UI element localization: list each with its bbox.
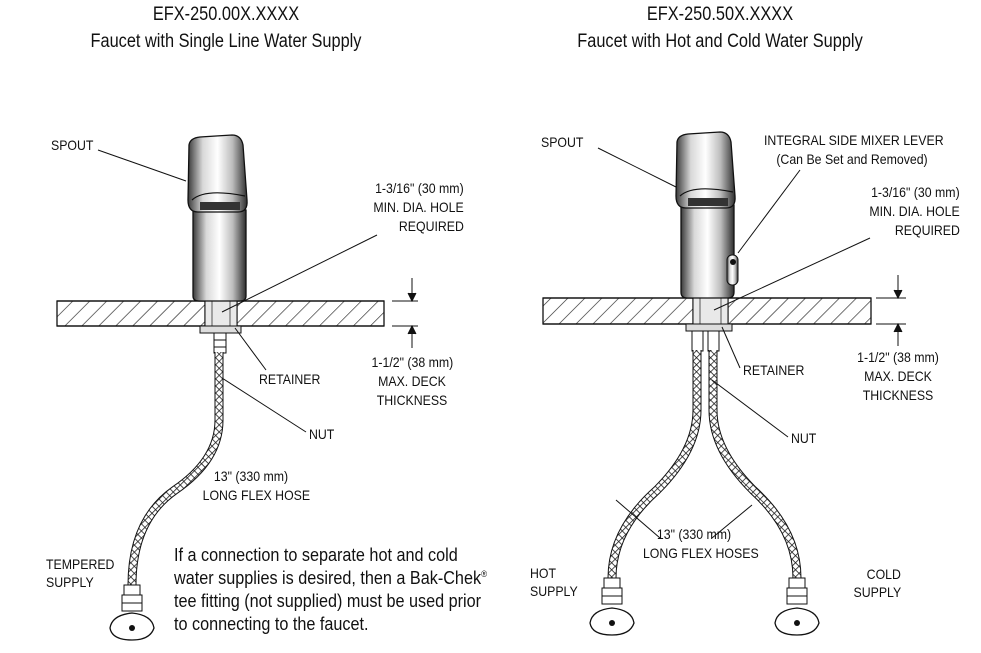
tee-fitting-note: If a connection to separate hot and cold… <box>174 544 487 636</box>
right-hole-label-line1: 1-3/16" (30 mm) <box>871 184 960 200</box>
left-flex-hose <box>127 352 224 586</box>
right-cold-nut <box>707 330 720 352</box>
right-hose-label-line2: LONG FLEX HOSES <box>642 545 759 561</box>
right-hot-nut <box>691 330 704 352</box>
left-faucet <box>56 134 418 641</box>
right-cold-label-line1: COLD <box>866 566 901 582</box>
left-supply-valve <box>109 584 155 641</box>
note-line-3: tee fitting (not supplied) must be used … <box>174 591 482 612</box>
registered-mark: ® <box>481 569 488 580</box>
right-hole-label-line3: REQUIRED <box>894 222 960 238</box>
right-cold-supply-valve <box>774 577 820 636</box>
left-nut-label: NUT <box>309 426 335 442</box>
left-hole-label-line3: REQUIRED <box>398 218 464 234</box>
right-deck-label-line1: 1-1/2" (38 mm) <box>857 349 939 365</box>
right-deck-label-line3: THICKNESS <box>862 387 934 403</box>
right-nut-label: NUT <box>791 430 817 446</box>
right-deck-dimension <box>876 275 906 346</box>
right-retainer-plate <box>685 323 733 332</box>
left-nut <box>213 332 227 354</box>
right-hot-label-line1: HOT <box>530 565 557 581</box>
right-retainer-label: RETAINER <box>743 362 805 378</box>
right-spout-body <box>675 131 739 299</box>
right-faucet <box>542 131 906 636</box>
right-model-number: EFX-250.50X.XXXX <box>646 4 794 25</box>
left-deck-label-line1: 1-1/2" (38 mm) <box>371 354 454 370</box>
left-hose-label-line2: LONG FLEX HOSE <box>202 487 311 503</box>
left-deck-dimension <box>392 278 418 348</box>
left-deck-label-line3: THICKNESS <box>376 392 448 408</box>
right-leader-lines <box>597 147 871 539</box>
left-spout-body <box>187 134 248 302</box>
right-hot-supply-valve <box>589 577 635 636</box>
left-counter-deck <box>56 300 385 327</box>
left-faucet-subtitle: Faucet with Single Line Water Supply <box>90 31 362 52</box>
left-deck-label-line2: MAX. DECK <box>378 373 446 389</box>
right-deck-label-line2: MAX. DECK <box>864 368 932 384</box>
left-leader-lines <box>97 149 378 433</box>
right-cold-label-line2: SUPPLY <box>853 584 901 600</box>
left-hole-label-line2: MIN. DIA. HOLE <box>373 199 464 215</box>
right-flex-hoses <box>607 350 802 579</box>
note-line-2: water supplies is desired, then a Bak-Ch… <box>174 567 487 590</box>
left-hose-label-line1: 13" (330 mm) <box>213 468 289 484</box>
right-lever-label-line2: (Can Be Set and Removed) <box>776 151 928 167</box>
right-counter-deck <box>542 297 872 325</box>
left-hole-label-line1: 1-3/16" (30 mm) <box>375 180 464 196</box>
right-hot-label-line2: SUPPLY <box>530 583 578 599</box>
right-hole-label-line2: MIN. DIA. HOLE <box>869 203 960 219</box>
left-spout-label: SPOUT <box>51 137 94 153</box>
note-line-1: If a connection to separate hot and cold <box>174 545 458 565</box>
right-hose-label-line1: 13" (330 mm) <box>656 526 732 542</box>
right-spout-label: SPOUT <box>541 134 584 150</box>
right-faucet-subtitle: Faucet with Hot and Cold Water Supply <box>577 31 863 52</box>
left-retainer-label: RETAINER <box>259 371 321 387</box>
note-line-2-text: water supplies is desired, then a Bak-Ch… <box>174 568 482 589</box>
left-supply-label-line1: TEMPERED <box>46 556 115 572</box>
left-supply-label-line2: SUPPLY <box>46 574 94 590</box>
note-line-4: to connecting to the faucet. <box>174 614 369 635</box>
left-model-number: EFX-250.00X.XXXX <box>152 4 300 25</box>
left-retainer-plate <box>199 325 242 334</box>
right-lever-label-line1: INTEGRAL SIDE MIXER LEVER <box>764 132 944 148</box>
